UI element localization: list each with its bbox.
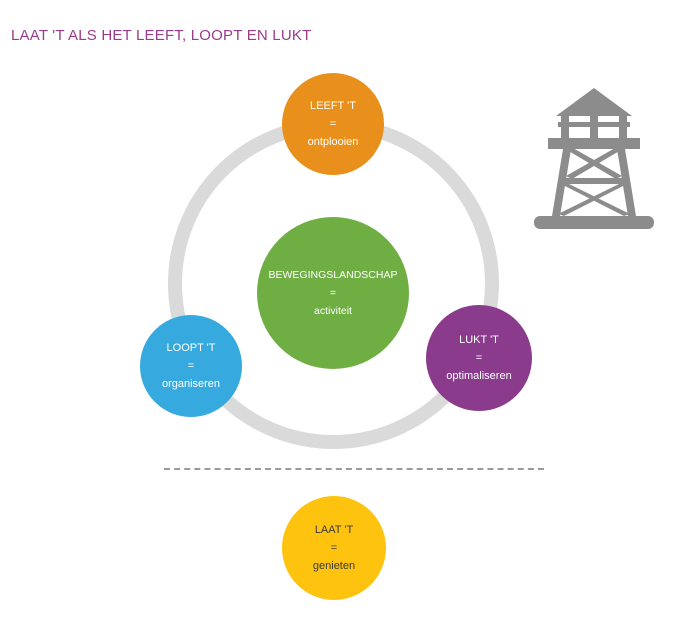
node-loopt-subtitle: organiseren xyxy=(161,378,221,390)
node-lukt-title: LUKT 'T xyxy=(459,334,499,346)
node-lukt-subtitle: optimaliseren xyxy=(446,370,512,382)
watchtower-icon xyxy=(534,88,654,229)
node-lukt-equals: = xyxy=(475,352,483,364)
node-laat-subtitle: genieten xyxy=(312,560,356,572)
dashed-divider xyxy=(164,468,544,470)
node-bewegingslandschap-equals: = xyxy=(329,287,337,299)
node-loopt: LOOPT 'T = organiseren xyxy=(140,315,242,417)
node-loopt-title: LOOPT 'T xyxy=(166,342,216,354)
node-leeft-equals: = xyxy=(329,118,337,130)
node-leeft-title: LEEFT 'T xyxy=(310,100,356,112)
node-bewegingslandschap: BEWEGINGSLANDSCHAP = activiteit xyxy=(257,217,409,369)
node-loopt-equals: = xyxy=(187,360,195,372)
node-leeft-subtitle: ontplooien xyxy=(307,136,359,148)
node-laat-equals: = xyxy=(330,542,338,554)
node-laat-title: LAAT 'T xyxy=(314,524,354,536)
node-laat: LAAT 'T = genieten xyxy=(282,496,386,600)
node-bewegingslandschap-title: BEWEGINGSLANDSCHAP xyxy=(268,269,398,281)
node-leeft: LEEFT 'T = ontplooien xyxy=(282,73,384,175)
node-bewegingslandschap-subtitle: activiteit xyxy=(314,305,352,317)
node-lukt: LUKT 'T = optimaliseren xyxy=(426,305,532,411)
page-title: LAAT 'T ALS HET LEEFT, LOOPT EN LUKT xyxy=(11,27,312,44)
